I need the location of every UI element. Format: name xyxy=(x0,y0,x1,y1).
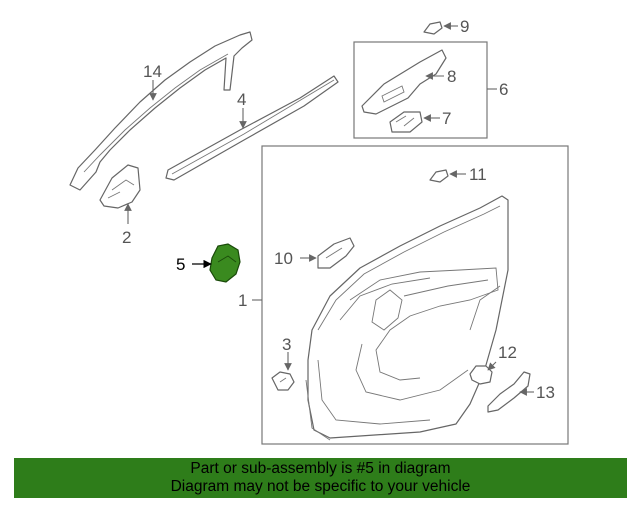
callout-2: 2 xyxy=(122,228,131,247)
callout-1: 1 xyxy=(238,291,247,310)
assembly-1-box xyxy=(261,145,569,445)
callout-9: 9 xyxy=(460,17,469,36)
leader-12 xyxy=(487,361,497,371)
part-4-belt-weatherstrip[interactable] xyxy=(165,75,339,181)
callout-7: 7 xyxy=(442,109,451,128)
assembly-6-box xyxy=(353,41,488,139)
part-2-mirror-cover[interactable] xyxy=(99,164,141,209)
banner-line-part-number: Part or sub-assembly is #5 in diagram xyxy=(190,460,451,477)
callout-8: 8 xyxy=(447,67,456,86)
part-5-bracket-highlighted[interactable] xyxy=(209,243,241,283)
info-banner: Part or sub-assembly is #5 in diagram Di… xyxy=(14,458,627,498)
banner-line-disclaimer: Diagram may not be specific to your vehi… xyxy=(170,478,471,495)
part-11-clip[interactable] xyxy=(429,169,449,183)
callout-6: 6 xyxy=(499,80,508,99)
part-7-window-switch[interactable] xyxy=(389,111,423,133)
part-10-inner-handle[interactable] xyxy=(317,237,355,269)
part-8-switch-panel[interactable] xyxy=(361,49,447,115)
part-13-handle-cover[interactable] xyxy=(487,371,531,413)
callout-5: 5 xyxy=(176,255,185,274)
callout-11: 11 xyxy=(469,165,487,184)
part-12-grommet[interactable] xyxy=(469,365,493,385)
part-9-clip[interactable] xyxy=(423,21,443,35)
callout-14: 14 xyxy=(143,62,162,81)
callout-12: 12 xyxy=(498,343,517,362)
callout-13: 13 xyxy=(536,383,555,402)
part-3-push-clip[interactable] xyxy=(271,371,295,391)
part-14-frame-molding[interactable] xyxy=(69,31,253,191)
callout-3: 3 xyxy=(282,335,291,354)
callout-10: 10 xyxy=(274,249,293,268)
callout-4: 4 xyxy=(237,90,246,109)
door-trim-panel[interactable] xyxy=(305,195,509,441)
